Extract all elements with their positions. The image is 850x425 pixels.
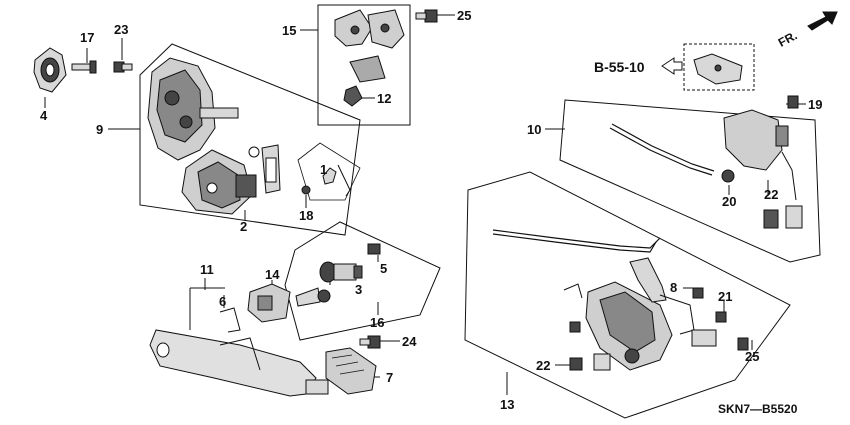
callout-25-right: 25 [745,349,760,364]
callout-20: 20 [722,194,737,209]
callout-24: 24 [402,334,417,349]
callout-17: 17 [80,30,95,45]
callout-7: 7 [386,370,394,385]
ref-box [683,43,755,91]
callout-21: 21 [718,289,733,304]
callout-8: 8 [670,280,678,295]
callout-1: 1 [320,162,328,177]
group-box-10 [559,99,821,263]
callout-2: 2 [240,219,248,234]
callout-4: 4 [40,108,48,123]
arrow-right-icon [807,11,838,31]
group-box-9 [139,43,361,236]
callout-25-top: 25 [457,8,472,23]
callout-18: 18 [299,208,314,223]
callout-16: 16 [370,315,385,330]
callout-22-upper: 22 [764,187,779,202]
callout-5: 5 [380,261,388,276]
callout-23: 23 [114,22,129,37]
callout-12: 12 [377,91,392,106]
callout-14: 14 [265,267,280,282]
callout-15: 15 [282,23,297,38]
callout-22-lower: 22 [536,358,551,373]
callout-9: 9 [96,122,104,137]
callout-6: 6 [219,294,227,309]
group-box-13 [464,171,791,419]
group-box-15 [317,4,411,126]
diagram-code: SKN7—B5520 [718,402,798,416]
callout-10: 10 [527,122,542,137]
callout-13: 13 [500,397,515,412]
callout-11: 11 [200,262,214,277]
hollow-arrow-left-icon [661,57,683,75]
group-box-16 [284,221,441,341]
reference-label: B-55-10 [594,59,645,75]
callout-3: 3 [355,282,363,297]
callout-19: 19 [808,97,823,112]
